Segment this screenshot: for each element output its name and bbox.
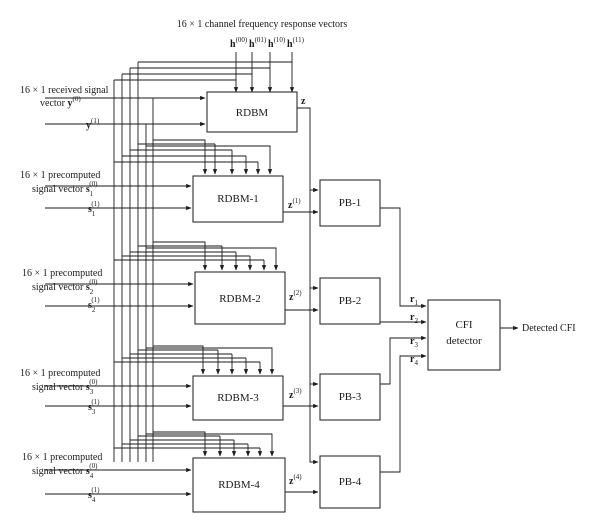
received-line1: 16 × 1 received signal	[20, 85, 109, 96]
cfi-detector-line2: detector	[446, 335, 482, 347]
received-signal-labels: 16 × 1 received signal vector y(0) y(1)	[20, 85, 109, 131]
rdbm-1-block	[192, 175, 284, 223]
r3-label: r3	[410, 336, 418, 349]
h-labels: h(00) h(01) h(10) h(11)	[230, 36, 305, 50]
rdbm-out-z: z	[301, 96, 306, 107]
pb-2-block	[319, 277, 381, 325]
y-vector-bus	[145, 98, 154, 462]
detected-cfi-label: Detected CFI	[522, 323, 576, 334]
rdbm-block	[206, 91, 298, 133]
precomputed-1-line2: signal vector s1(0)	[32, 180, 98, 198]
rdbm-4-label: RDBM-4	[218, 479, 260, 491]
precomputed-2-line2: signal vector s2(0)	[32, 278, 98, 296]
precomputed-1-labels: 16 × 1 precomputed signal vector s1(0) s…	[20, 170, 100, 218]
h11-label: h(11)	[287, 36, 305, 50]
pb-3-block	[319, 373, 381, 421]
rdbm-4-group: RDBM-4 z(4) PB-4	[45, 353, 427, 513]
rdbm-1-out: z(1)	[288, 197, 301, 211]
rdbm-2-block	[194, 271, 286, 325]
pb-3-label: PB-3	[339, 391, 362, 403]
precomputed-1-s1: s1(1)	[88, 200, 100, 218]
precomputed-3-s1: s3(1)	[88, 398, 100, 416]
rdbm-4-block	[192, 457, 286, 513]
r4-label: r4	[410, 354, 418, 367]
rdbm-3-block	[192, 375, 284, 421]
rdbm-2-group: RDBM-2 z(2) PB-2	[45, 241, 427, 325]
rdbm-label: RDBM	[236, 107, 269, 119]
rdbm-3-group: RDBM-3 z(3) PB-3	[45, 335, 427, 421]
precomputed-4-line1: 16 × 1 precomputed	[22, 452, 102, 463]
precomputed-2-line1: 16 × 1 precomputed	[22, 268, 102, 279]
pb-4-block	[319, 455, 381, 509]
precomputed-3-labels: 16 × 1 precomputed signal vector s3(0) s…	[20, 368, 100, 416]
rdbm-4-out: z(4)	[289, 473, 302, 487]
precomputed-3-line2: signal vector s3(0)	[32, 378, 98, 396]
header-title: 16 × 1 channel frequency response vector…	[177, 19, 348, 30]
h-vector-bus	[113, 52, 295, 462]
cfi-detector-line1: CFI	[455, 319, 472, 331]
precomputed-4-s1: s4(1)	[88, 486, 100, 504]
pb-1-label: PB-1	[339, 197, 362, 209]
r1-label: r1	[410, 294, 418, 307]
received-line2: vector y(0)	[40, 95, 81, 109]
rdbm-1-group: RDBM-1 z(1) PB-1	[45, 139, 427, 309]
r2-label: r2	[410, 312, 418, 325]
cfi-detector-group: CFI detector r1 r2 r3 r4 Detected CFI	[410, 294, 576, 371]
cfi-detector-block	[427, 299, 501, 371]
precomputed-4-line2: signal vector s4(0)	[32, 462, 98, 480]
rdbm-2-label: RDBM-2	[219, 293, 261, 305]
rdbm-2-out: z(2)	[289, 289, 302, 303]
rdbm-3-label: RDBM-3	[217, 392, 259, 404]
received-y1: y(1)	[86, 117, 100, 131]
h10-label: h(10)	[268, 36, 286, 50]
precomputed-1-line1: 16 × 1 precomputed	[20, 170, 100, 181]
rdbm-1-label: RDBM-1	[217, 193, 259, 205]
precomputed-2-s1: s2(1)	[88, 296, 100, 314]
pb-1-block	[319, 179, 381, 227]
rdbm-block-group: RDBM z	[45, 91, 319, 465]
rdbm-3-out: z(3)	[289, 387, 302, 401]
h00-label: h(00)	[230, 36, 248, 50]
pb-2-label: PB-2	[339, 295, 362, 307]
pb-4-label: PB-4	[339, 476, 362, 488]
precomputed-3-line1: 16 × 1 precomputed	[20, 368, 100, 379]
h01-label: h(01)	[249, 36, 267, 50]
precomputed-4-labels: 16 × 1 precomputed signal vector s4(0) s…	[22, 452, 102, 504]
precomputed-2-labels: 16 × 1 precomputed signal vector s2(0) s…	[22, 268, 102, 314]
